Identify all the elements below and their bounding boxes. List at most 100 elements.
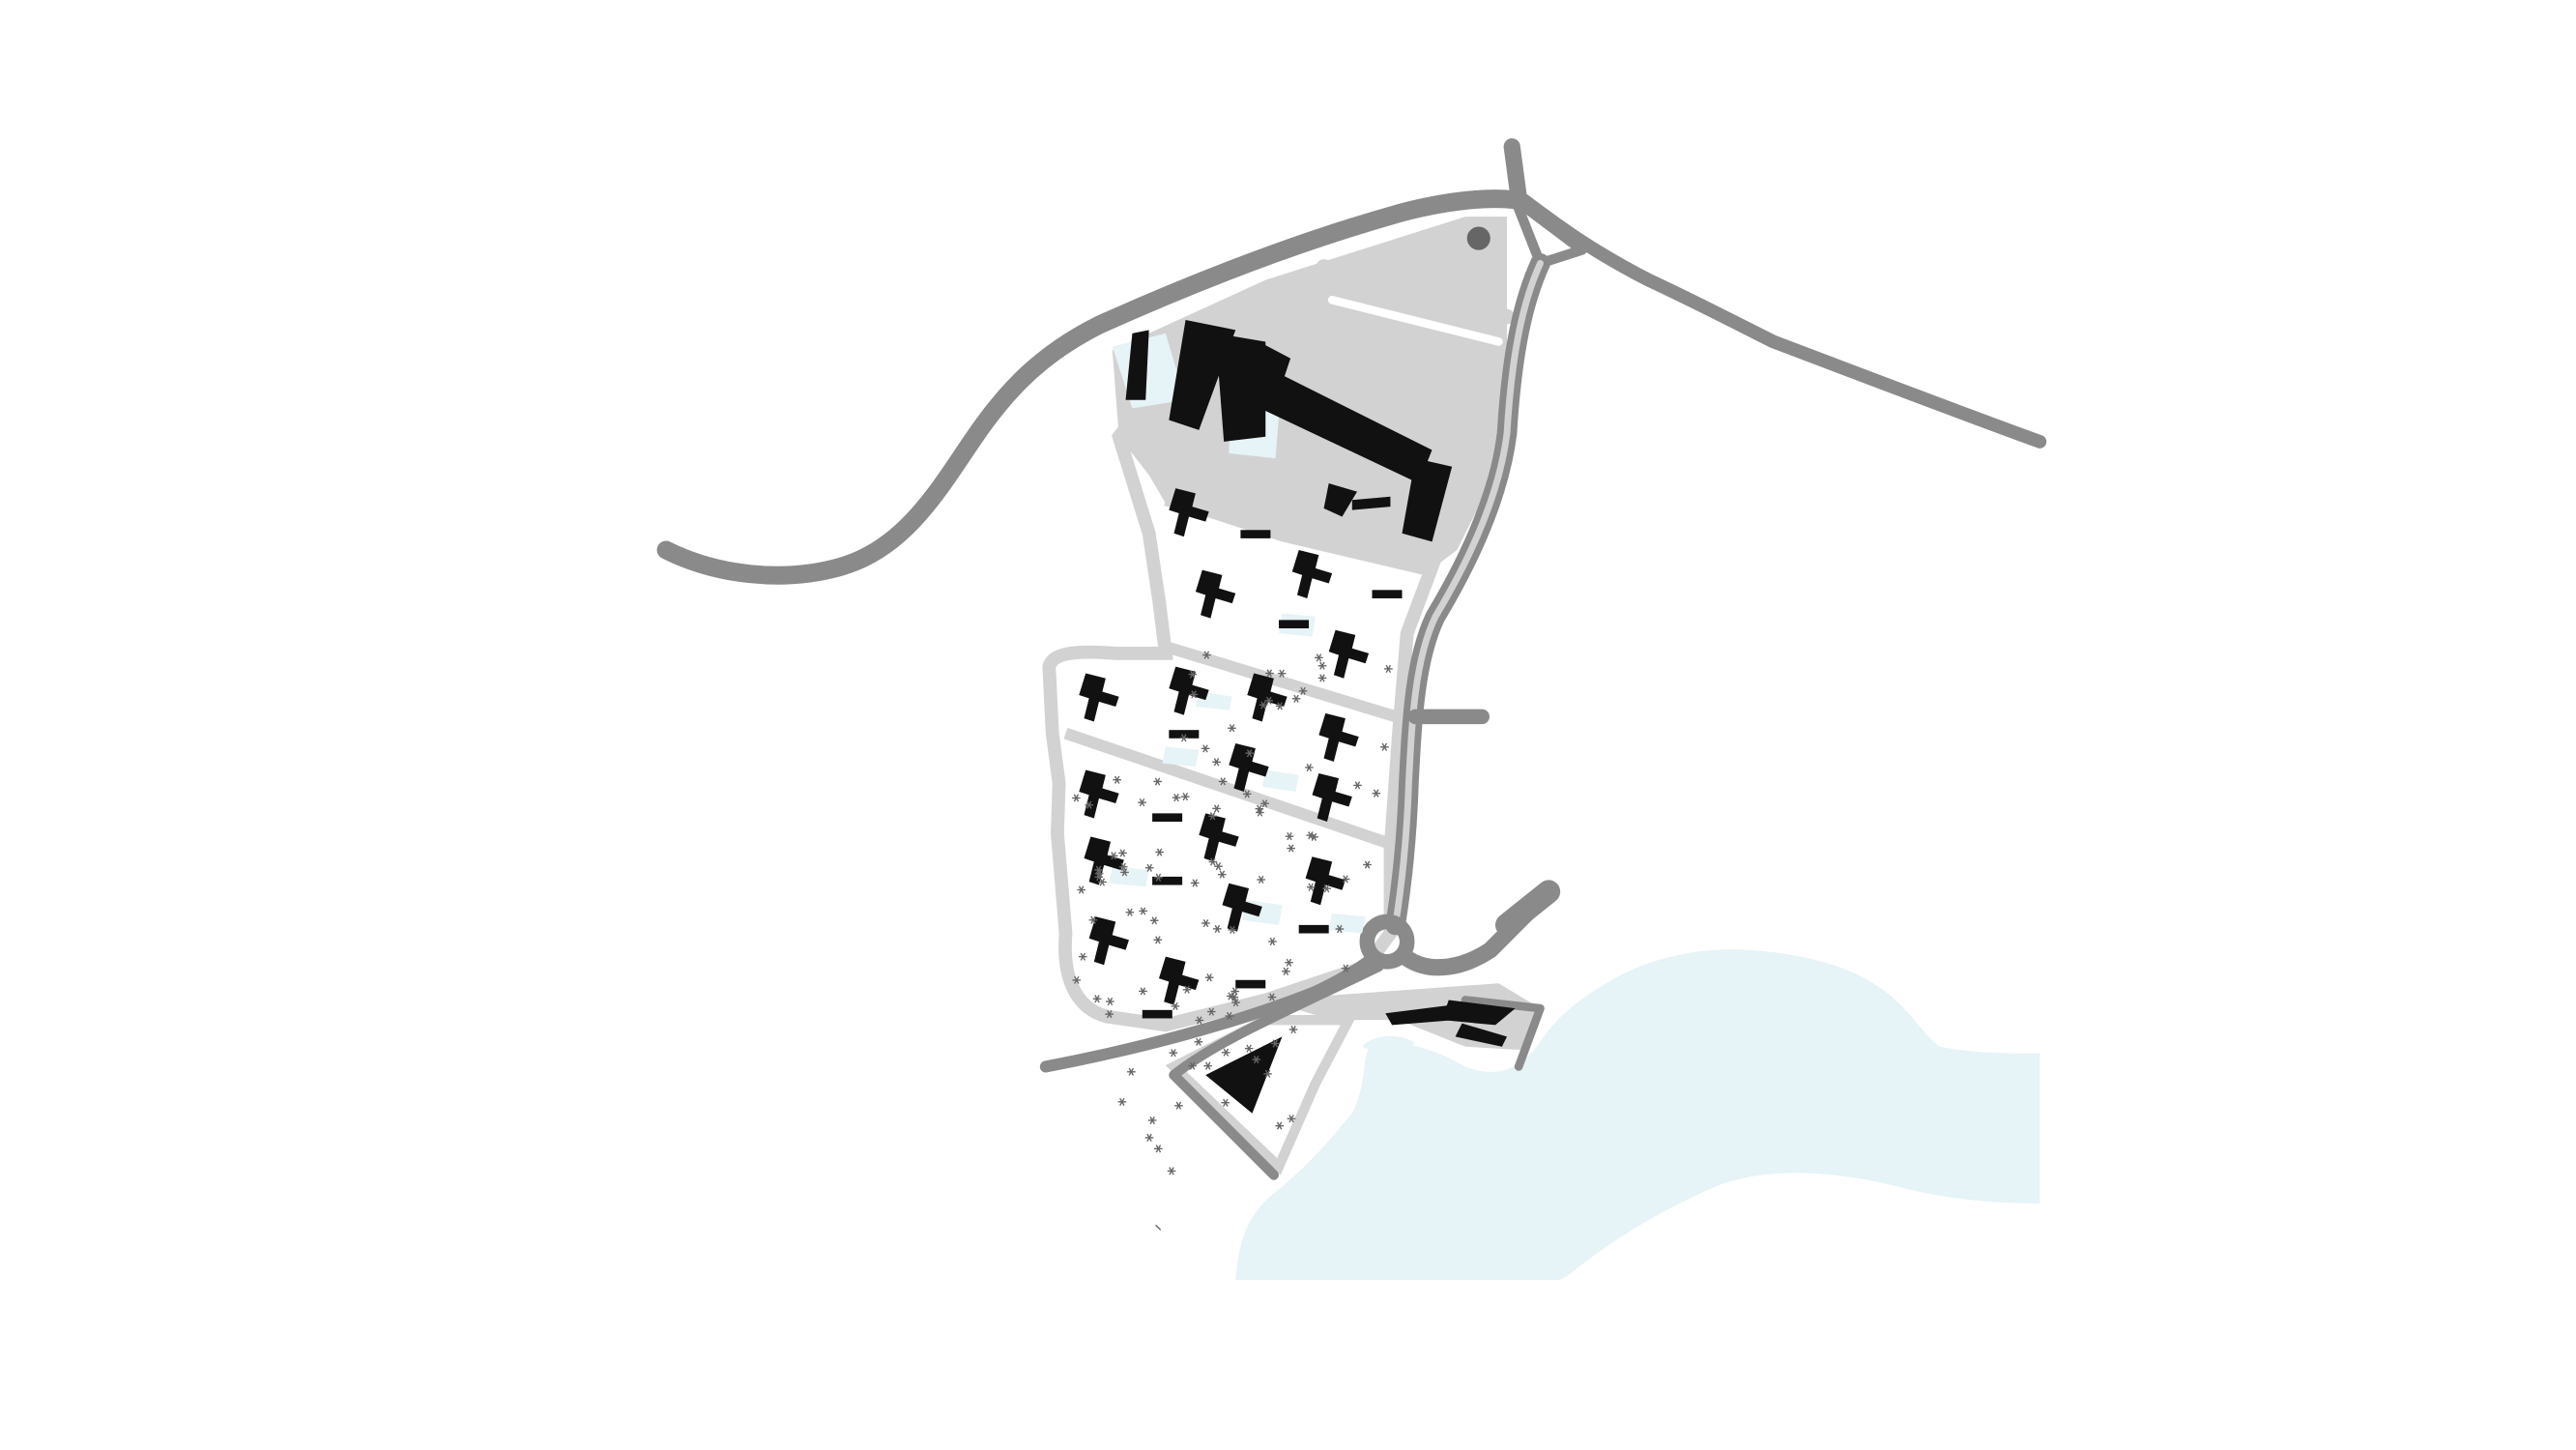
road-main-west <box>656 189 1525 585</box>
tree-icon <box>1363 860 1372 869</box>
house <box>1291 549 1333 598</box>
tree-icon <box>1212 804 1221 813</box>
tree-icon <box>1167 1167 1176 1175</box>
tree-icon <box>1139 987 1147 996</box>
tree-icon <box>1201 919 1210 928</box>
parking-strip-1 <box>1258 296 1507 378</box>
house <box>1088 916 1129 966</box>
tree-icon <box>1144 1133 1154 1143</box>
tree-icon <box>1094 865 1103 874</box>
tree-icon <box>1208 812 1217 821</box>
tree-icon <box>1384 664 1393 674</box>
tree-icon <box>1153 936 1163 944</box>
tree-icon <box>1125 908 1135 916</box>
tree-icon <box>1153 1145 1163 1153</box>
road-to-lake <box>1399 891 1549 976</box>
garage <box>1169 730 1200 739</box>
building-notch <box>1252 341 1291 384</box>
paving-street-2 <box>1063 727 1401 853</box>
tree-icon <box>1277 669 1287 678</box>
tree-icon <box>1127 1067 1136 1076</box>
road-southwest <box>1039 952 1378 1073</box>
paving-street-3 <box>1164 494 1434 576</box>
tree-icon <box>1180 793 1190 801</box>
tree-icon <box>1228 724 1236 733</box>
garage <box>1240 530 1271 538</box>
tree-icon <box>1208 857 1218 866</box>
garage <box>1372 590 1403 598</box>
tree-icon <box>1109 852 1118 860</box>
building-slab-1 <box>1125 330 1149 400</box>
tree-icon <box>1287 1115 1296 1123</box>
tree-icon <box>1182 985 1192 994</box>
house <box>1318 712 1359 762</box>
house <box>1195 569 1236 619</box>
tree-icon <box>1317 661 1327 670</box>
tree-icon <box>1257 875 1265 884</box>
garage <box>1298 924 1329 934</box>
building-small-1 <box>1323 483 1357 517</box>
house <box>1312 773 1352 822</box>
tree-icon <box>1268 937 1277 946</box>
garage <box>1142 1009 1172 1019</box>
tree-icon <box>1225 1011 1234 1021</box>
tree-icon <box>1317 674 1327 682</box>
buildings <box>1079 320 1516 1114</box>
tree-icon <box>1218 777 1228 786</box>
tree-icon <box>1077 885 1086 894</box>
tree-icon <box>1335 924 1345 934</box>
tree-icon <box>1230 987 1240 996</box>
tree-icon <box>1202 651 1211 659</box>
tree-icon <box>1341 964 1350 972</box>
tree-icon <box>1072 975 1082 984</box>
roundabout-top <box>1303 326 1351 375</box>
house <box>1079 673 1119 722</box>
tree-icon <box>1306 883 1316 891</box>
tree-icon <box>1263 1069 1272 1078</box>
tree-icon <box>1244 1044 1254 1053</box>
tree-icon <box>1217 870 1227 879</box>
tree-icon <box>1138 798 1146 807</box>
road-lake-edge <box>1461 996 1545 1071</box>
tree-icon <box>1372 789 1381 798</box>
building-small-2 <box>1351 496 1391 510</box>
triangle-pavilion <box>1205 1036 1283 1114</box>
tree-icon <box>1252 1056 1261 1064</box>
tree-icon <box>1094 873 1104 882</box>
parking-strip-3 <box>1327 296 1503 346</box>
tree-icon <box>1285 832 1294 841</box>
house <box>1158 956 1200 1005</box>
garage <box>1279 620 1310 628</box>
tree-icon <box>1306 831 1316 840</box>
tree-icon <box>1149 916 1159 925</box>
tree-icon <box>1153 777 1162 786</box>
tree-icon <box>1298 686 1308 695</box>
tree-icon <box>1078 952 1087 961</box>
road-ramp <box>1494 880 1561 937</box>
tree-icon <box>1231 999 1240 1007</box>
tree-icon <box>1221 1048 1230 1057</box>
tree-icon <box>1105 1009 1114 1019</box>
tree-icon <box>1172 794 1181 802</box>
tree-icon <box>1212 924 1222 934</box>
tree-icon <box>1188 1061 1197 1070</box>
tree-icon <box>1256 808 1264 817</box>
tree-icon <box>1214 862 1223 871</box>
tree-icon <box>1088 915 1098 924</box>
tree-icon <box>1203 1061 1212 1070</box>
tree-icon <box>1117 1097 1127 1106</box>
tree-icon <box>1282 967 1290 975</box>
parking-strip-4 <box>1290 242 1432 291</box>
tree-icon <box>1380 742 1389 751</box>
house <box>1169 666 1209 715</box>
tree-icon <box>1287 844 1295 853</box>
tree-icon <box>1212 758 1221 767</box>
house <box>1229 742 1269 792</box>
lakeside-building-3 <box>1455 1023 1508 1047</box>
tree-icon <box>1092 995 1102 1003</box>
tree-icon <box>1174 1101 1183 1110</box>
tree-icon <box>1204 973 1214 982</box>
water-spot <box>1362 1035 1416 1052</box>
